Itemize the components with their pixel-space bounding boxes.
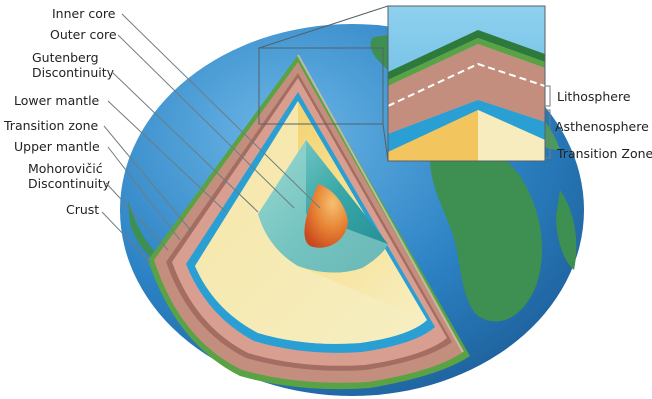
- leader-mohorovicic: [105, 182, 169, 251]
- inset-panel: Lithosphere Asthenosphere Transition Zon…: [387, 5, 652, 162]
- asthenosphere-bracket: [545, 109, 551, 141]
- leader-lower-mantle: [107, 100, 227, 213]
- label-mohorovicic-line1: Mohorovičić: [28, 161, 103, 176]
- leader-lines: [101, 13, 321, 263]
- label-gutenberg-line2: Discontinuity: [32, 65, 115, 80]
- label-gutenberg-line1: Gutenberg: [32, 50, 99, 65]
- label-lithosphere: Lithosphere: [557, 89, 631, 104]
- inner-core: [304, 184, 348, 248]
- label-transition-zone-inset: Transition Zone: [556, 146, 652, 161]
- inset-transition-face: [478, 110, 545, 161]
- label-inner-core: Inner core: [52, 6, 116, 21]
- outer-core-cut-face: [258, 140, 388, 273]
- inset-asthenosphere: [388, 100, 545, 152]
- label-transition-zone: Transition zone: [3, 118, 99, 133]
- inset-border: [387, 5, 546, 162]
- leader-crust: [101, 211, 151, 263]
- transition-bracket: [545, 143, 551, 159]
- lithosphere-bracket: [545, 85, 551, 107]
- leader-inner-core: [121, 13, 321, 209]
- label-mohorovicic-line2: Discontinuity: [28, 176, 111, 191]
- label-outer-core: Outer core: [50, 27, 117, 42]
- right-cut-edge: [297, 54, 464, 353]
- continent-west: [128, 200, 166, 263]
- leader-outer-core: [117, 34, 295, 209]
- continent-far-east: [556, 190, 577, 270]
- leader-upper-mantle: [107, 146, 181, 241]
- inset-surface-grass: [388, 38, 545, 86]
- leader-gutenberg: [111, 71, 259, 213]
- inset-lithosphere: [388, 44, 545, 134]
- lower-mantle-cut-face: [195, 101, 427, 344]
- layer-labels: Inner core Outer core Gutenberg Disconti…: [3, 6, 117, 217]
- inset-source-frame: [258, 47, 384, 125]
- continent-east: [430, 137, 543, 322]
- label-crust: Crust: [66, 202, 99, 217]
- cutaway-wedge: [148, 54, 470, 390]
- inset-connector-top: [258, 5, 389, 49]
- label-asthenosphere: Asthenosphere: [555, 119, 649, 134]
- inset-surface-dark: [388, 30, 545, 80]
- label-upper-mantle: Upper mantle: [14, 139, 100, 154]
- label-lower-mantle: Lower mantle: [14, 93, 100, 108]
- leader-transition-zone: [103, 125, 193, 233]
- inset-lithosphere-base: [388, 62, 545, 107]
- inset-connector-bottom: [382, 123, 389, 162]
